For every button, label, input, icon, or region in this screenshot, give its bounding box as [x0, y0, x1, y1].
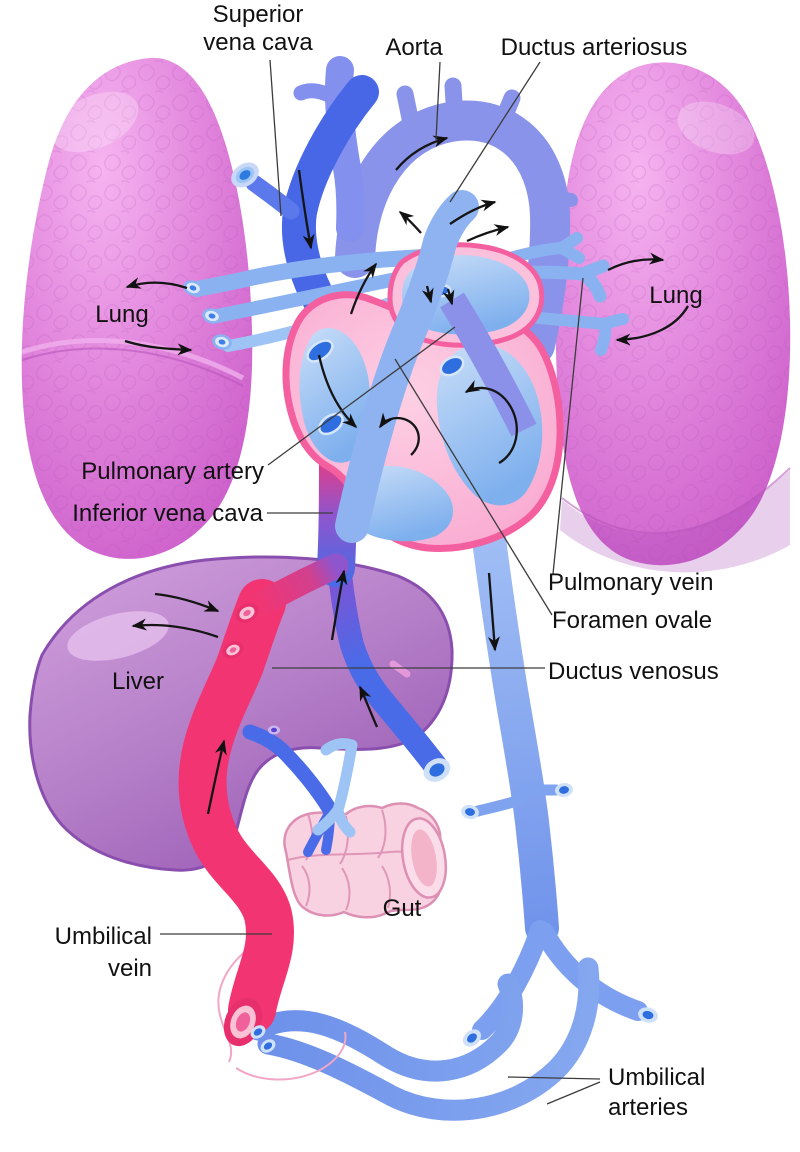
flow-arrow-left-lung-in [124, 339, 193, 356]
aorta-side-branch-left [472, 794, 526, 817]
iliac-cut-end-right [638, 1007, 658, 1023]
flow-arrow-right-ventricle [379, 412, 420, 456]
flow-arrow-right-lung-out [607, 252, 665, 272]
label-ductus-venosus: Ductus venosus [548, 658, 719, 685]
flow-arrow-portal [358, 685, 379, 728]
label-lung-left: Lung [95, 301, 148, 328]
flow-arrow-ivc [330, 569, 348, 641]
left-hilum-cut-end-2 [202, 308, 222, 324]
label-pulmonary-vein: Pulmonary vein [548, 569, 713, 596]
leader-umbilical-arteries-2 [546, 1081, 601, 1105]
iliac-cut-end-left [462, 1029, 482, 1047]
arch-nub [541, 189, 578, 207]
label-umbilical-arteries-line1: Umbilical [608, 1064, 705, 1091]
flow-arrow-liver-right [154, 592, 220, 613]
umbilical-artery-cut-end-1 [250, 1025, 266, 1039]
left-pulmonary-artery-upper [189, 249, 433, 297]
leader-superior-vena-cava [269, 59, 282, 217]
leader-foramen-ovale [394, 358, 553, 616]
gut-open-end [400, 817, 448, 899]
ductus-venosus-vessel [245, 553, 349, 619]
flow-arrow-descending-aorta [487, 572, 500, 652]
flow-arrow-arch [395, 135, 449, 171]
leader-pulmonary-vein [552, 277, 584, 575]
leader-pulmonary-artery [267, 326, 456, 466]
flow-arrows [124, 135, 689, 815]
portal-system [242, 563, 451, 857]
umbilical-artery-cut-end-2 [260, 1039, 276, 1053]
portal-vein [328, 563, 449, 780]
left-hilum-cut-end-1 [183, 280, 203, 296]
leader-ductus-arteriosus [449, 61, 541, 203]
label-aorta: Aorta [385, 34, 443, 61]
flow-arrow-left-lung-out [125, 277, 188, 290]
left-hilum-cut-end-3 [212, 334, 232, 350]
jugular-cut-end [231, 162, 259, 188]
liver-gloss [389, 660, 411, 678]
label-umbilical-vein-line1: Umbilical [55, 923, 152, 950]
label-ductus-arteriosus: Ductus arteriosus [501, 34, 688, 61]
brachiocephalic-branch [293, 83, 346, 108]
flow-arrow-ductus-up [398, 211, 422, 234]
right-lung-lower-lobe-shade [560, 470, 790, 573]
flow-arrow-atrium-2 [442, 288, 455, 306]
right-lung-highlight [677, 101, 755, 155]
leader-lines [160, 59, 601, 1105]
left-lung-texture [21, 57, 253, 559]
arch-branch-2 [444, 77, 464, 127]
label-umbilical-vein-line2: vein [108, 955, 152, 982]
flow-arrow-liver-left [131, 618, 219, 639]
flow-arrow-left-ventricle [464, 380, 518, 464]
left-lung-highlight [51, 91, 139, 153]
arch-branch-1 [396, 85, 421, 137]
hepatic-cut-end-2 [222, 641, 244, 659]
label-lung-right: Lung [649, 282, 702, 309]
portal-liver-cut-end [268, 725, 280, 735]
portal-cut-end [423, 758, 451, 782]
leader-umbilical-arteries-1 [507, 1076, 601, 1080]
gut [283, 802, 448, 919]
right-lung [555, 62, 791, 573]
label-superior-vena-cava-line1: Superior [213, 1, 304, 28]
flow-arrow-umbilical-vein [206, 739, 227, 815]
flow-arrow-ductus-2 [466, 224, 510, 243]
labels: Superior vena cava Aorta Ductus arterios… [55, 1, 719, 1121]
label-pulmonary-artery: Pulmonary artery [81, 458, 264, 485]
flow-arrow-right-atrium [317, 354, 358, 429]
umbilical-artery-2 [257, 957, 600, 1121]
aorta-branch-cut-end-left [461, 804, 479, 820]
mesenteric-branch [312, 738, 358, 838]
flow-arrow-ductus-1 [449, 199, 497, 225]
leader-aorta [435, 61, 441, 141]
flow-arrow-right-lung-in [615, 305, 689, 346]
arch-branch-3 [491, 89, 521, 137]
aorta-branch-cut-end-right [555, 782, 573, 798]
right-lung-texture [555, 62, 791, 566]
flow-arrow-trunk [349, 262, 377, 315]
descending-aorta [247, 499, 658, 1121]
left-lung [21, 57, 253, 559]
label-umbilical-arteries-line2: arteries [608, 1094, 688, 1121]
venous-return [178, 433, 357, 1053]
label-liver: Liver [112, 668, 164, 695]
label-inferior-vena-cava: Inferior vena cava [72, 500, 263, 527]
umbilical-cord-outline [217, 949, 347, 1081]
label-foramen-ovale: Foramen ovale [552, 607, 712, 634]
flow-arrow-svc [297, 169, 315, 250]
portal-gut-branch-1 [242, 724, 338, 818]
label-superior-vena-cava-line2: vena cava [203, 29, 313, 56]
umbilical-artery-1 [247, 973, 524, 1082]
descending-aorta-vessel [469, 499, 559, 945]
umbilical-vein-vessel [178, 579, 294, 1034]
flow-arrow-atrium-1 [421, 285, 434, 304]
jugular-stub [245, 174, 300, 220]
hepatic-cut-end-1 [235, 603, 259, 623]
label-gut: Gut [383, 895, 422, 922]
right-lung-fissure [561, 467, 791, 534]
left-lung-fissure [21, 347, 244, 387]
pulmonary-trunk [335, 190, 479, 543]
ascending-aorta-band [440, 292, 537, 437]
